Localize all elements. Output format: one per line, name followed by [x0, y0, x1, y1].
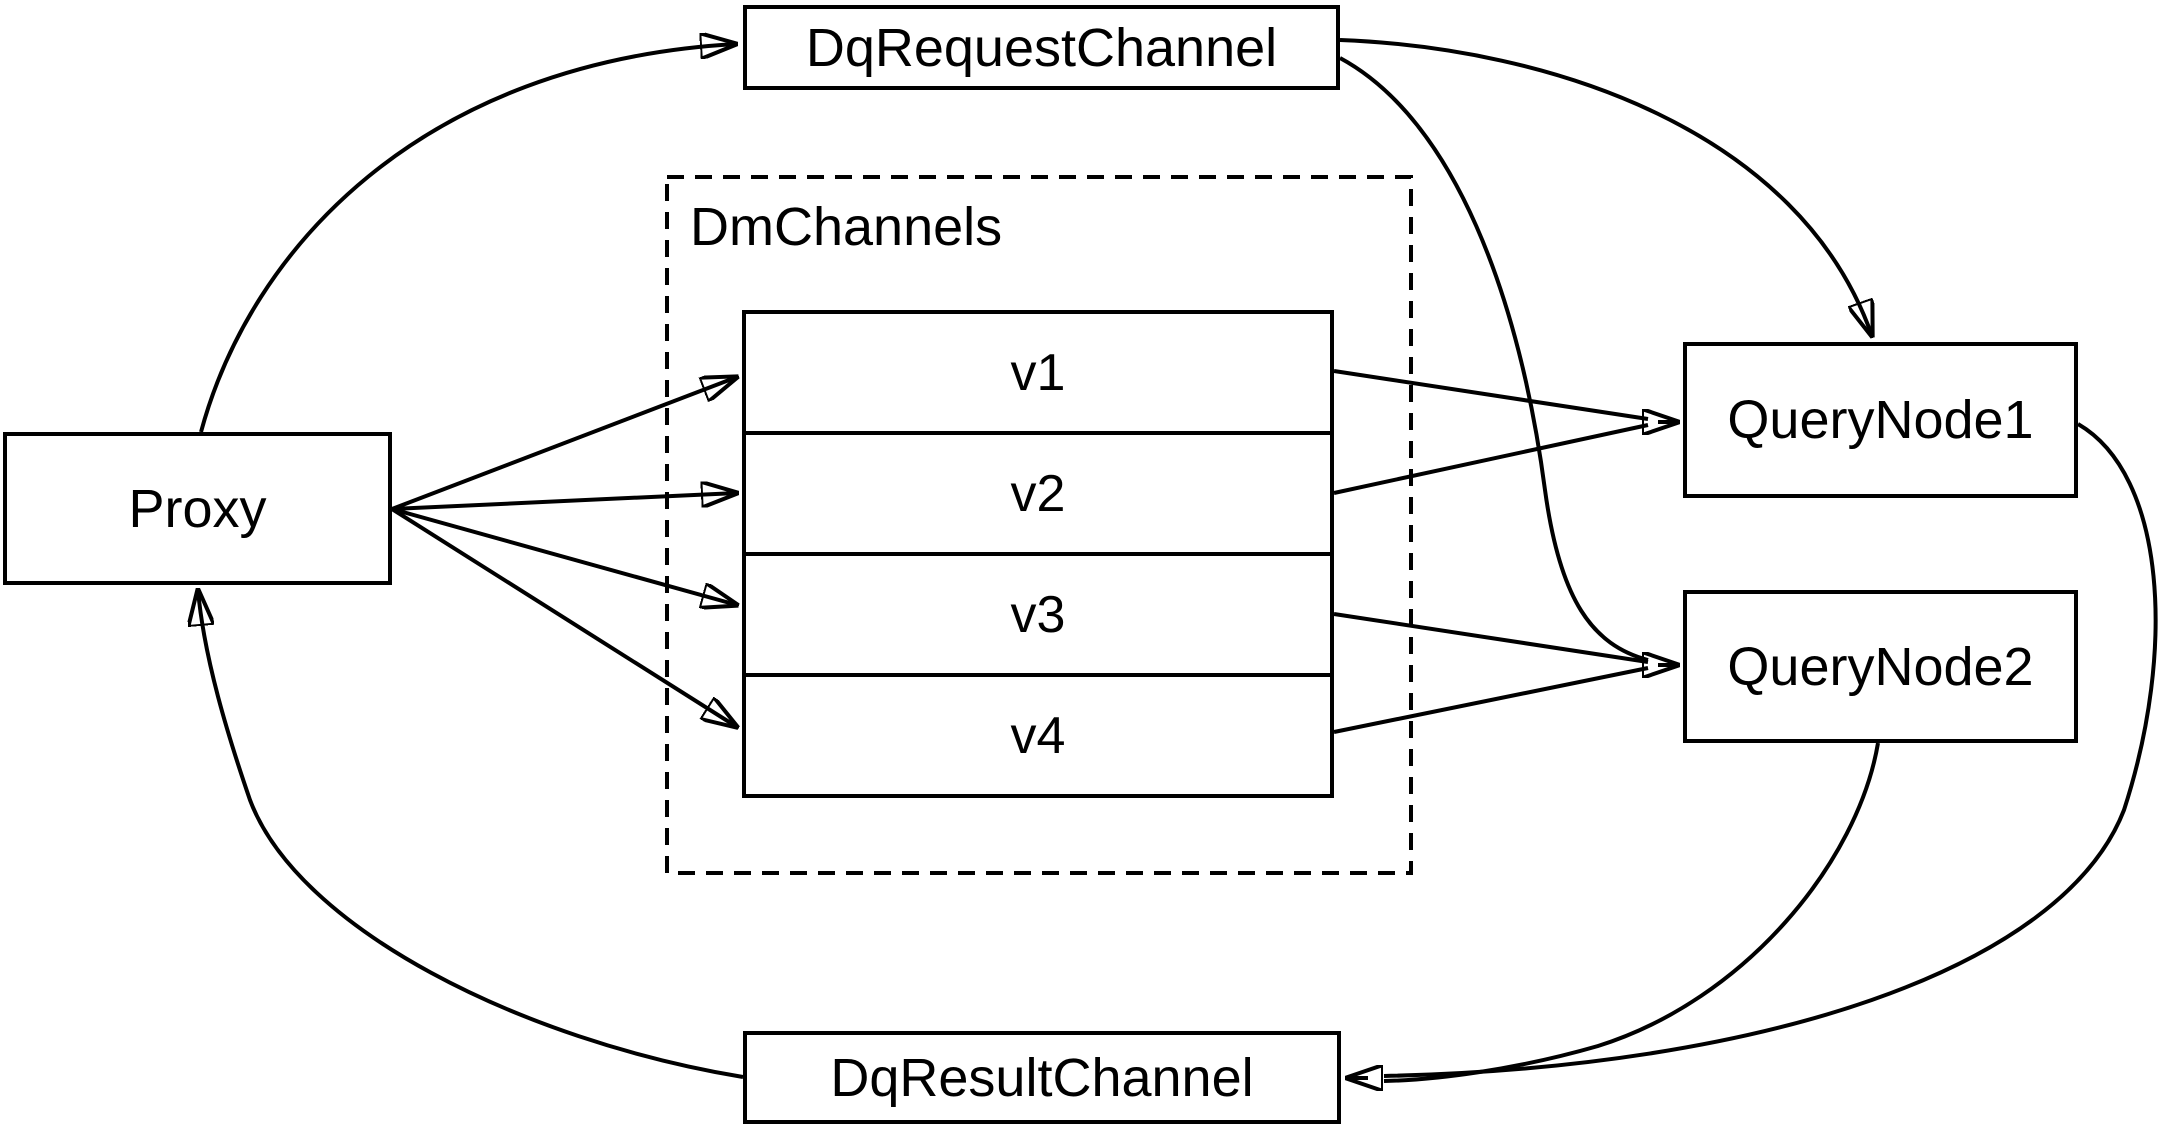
channel-row-v4-label: v4	[1010, 706, 1066, 765]
node-dqresultchannel-label: DqResultChannel	[830, 1047, 1254, 1108]
channel-row-v4: v4	[746, 673, 1330, 794]
node-dqrequestchannel-label: DqRequestChannel	[805, 17, 1278, 78]
edge-querynode2-to-dqresultchannel	[1383, 742, 1880, 1083]
channel-row-v1: v1	[746, 314, 1330, 431]
node-dqresultchannel: DqResultChannel	[743, 1031, 1341, 1124]
dm-channels-rows: v1 v2 v3 v4	[742, 310, 1334, 798]
edge-v4-to-querynode2	[1333, 666, 1649, 734]
edge-v1-to-querynode1	[1333, 369, 1649, 421]
edge-proxy-to-v4	[390, 507, 737, 727]
node-querynode2-label: QueryNode2	[1727, 636, 2034, 697]
edge-proxy-to-v3	[391, 507, 737, 605]
node-querynode1: QueryNode1	[1683, 342, 2078, 498]
channel-row-v3-label: v3	[1010, 585, 1066, 644]
channel-row-v2: v2	[746, 431, 1330, 552]
channel-row-v1-label: v1	[1010, 343, 1066, 402]
edge-proxy-to-dqrequestchannel	[199, 44, 736, 433]
edge-v2-to-querynode1	[1333, 423, 1649, 495]
node-querynode2: QueryNode2	[1683, 590, 2078, 743]
edge-querynode1-to-dqresultchannel	[1383, 422, 2158, 1078]
edge-proxy-to-v2	[391, 493, 737, 511]
node-proxy: Proxy	[3, 432, 392, 585]
channel-row-v2-label: v2	[1010, 464, 1066, 523]
edge-v3-to-querynode2	[1333, 612, 1649, 664]
node-dqrequestchannel: DqRequestChannel	[743, 5, 1340, 90]
edge-dqresultchannel-to-proxy	[198, 590, 744, 1079]
dm-channels-group-label: DmChannels	[690, 197, 1003, 257]
edge-proxy-to-v1	[391, 377, 737, 511]
edge-dqrequestchannel-to-querynode1	[1339, 38, 1872, 336]
channel-row-v3: v3	[746, 552, 1330, 673]
node-proxy-label: Proxy	[128, 478, 267, 539]
edge-dqrequestchannel-to-querynode2	[1339, 56, 1649, 662]
node-querynode1-label: QueryNode1	[1727, 390, 2034, 450]
